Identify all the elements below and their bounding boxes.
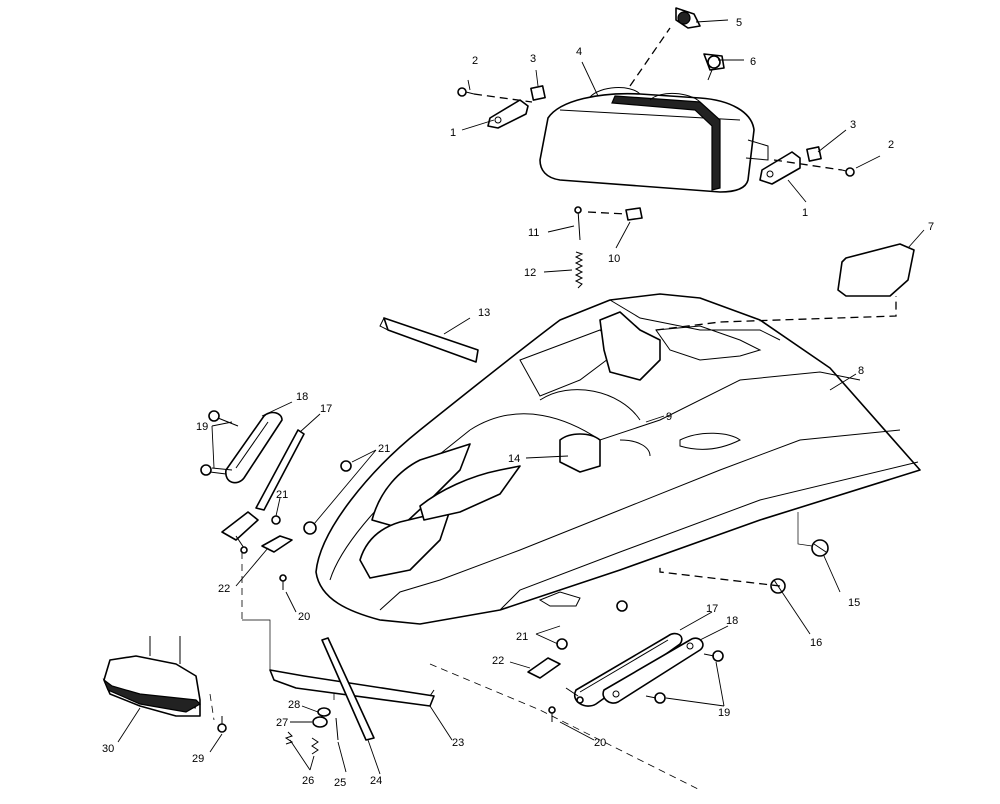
callout-11: 11	[528, 227, 539, 239]
callout-21-left-bottom: 21	[276, 489, 288, 501]
clip-10	[625, 207, 643, 221]
spring-12	[574, 251, 584, 289]
callout-21-right: 21	[516, 631, 528, 643]
callout-3-right: 3	[850, 119, 856, 131]
left-mount-brackets	[200, 410, 352, 590]
headlight-assembly	[539, 87, 769, 193]
bulb-6	[703, 53, 725, 81]
dashed-connectors	[209, 27, 897, 791]
ring-28	[317, 707, 331, 717]
callout-19-left: 19	[196, 421, 208, 433]
callout-3-left: 3	[530, 53, 536, 65]
callout-27: 27	[276, 717, 288, 729]
bulb-5	[675, 7, 701, 29]
callout-17-left: 17	[320, 403, 332, 415]
ring-27	[312, 716, 328, 728]
callout-29: 29	[192, 753, 204, 765]
cover-30	[102, 636, 201, 717]
hood-8	[315, 293, 921, 625]
right-mount-brackets	[527, 600, 724, 722]
callout-24: 24	[370, 775, 382, 787]
clip-15	[811, 539, 829, 557]
callout-17-right: 17	[706, 603, 718, 615]
leader-lines	[117, 19, 925, 775]
callout-18-right: 18	[726, 615, 738, 627]
nut-left-3	[530, 85, 546, 101]
callout-21-left-top: 21	[378, 443, 390, 455]
callout-20-left: 20	[298, 611, 310, 623]
callout-22-right: 22	[492, 655, 504, 667]
callout-5: 5	[736, 17, 742, 29]
callout-2-left: 2	[472, 55, 478, 67]
callout-6: 6	[750, 56, 756, 68]
callout-9: 9	[666, 411, 672, 423]
callout-16: 16	[810, 637, 822, 649]
callout-numbers: 5 2 3 4 6 1 3 2 1 11 10 12 7 13 8 9 14 1…	[102, 17, 934, 789]
screw-left-2	[457, 87, 475, 97]
cross-frame-23	[269, 637, 435, 741]
callout-28: 28	[288, 699, 300, 711]
callout-12: 12	[524, 267, 536, 279]
callout-1-left: 1	[450, 127, 456, 139]
callout-14: 14	[508, 453, 520, 465]
pin-25	[335, 717, 339, 741]
callout-10: 10	[608, 253, 620, 265]
callout-25: 25	[334, 777, 346, 789]
screw-29	[217, 716, 227, 733]
nut-right-3	[806, 146, 822, 162]
bracket-right-1	[759, 151, 801, 185]
callout-2-right: 2	[888, 139, 894, 151]
callout-30: 30	[102, 743, 114, 755]
callout-7: 7	[928, 221, 934, 233]
callout-13: 13	[478, 307, 490, 319]
callout-15: 15	[848, 597, 860, 609]
callout-1-right: 1	[802, 207, 808, 219]
callout-8: 8	[858, 365, 864, 377]
callout-22-left: 22	[218, 583, 230, 595]
callout-26: 26	[302, 775, 314, 787]
callout-18-left: 18	[296, 391, 308, 403]
screw-right-2	[841, 167, 855, 177]
callout-19-right: 19	[718, 707, 730, 719]
spring-26	[284, 731, 319, 755]
bolt-11	[574, 206, 582, 241]
panel-7	[837, 243, 915, 297]
bracket-left-1	[487, 99, 529, 129]
callout-23: 23	[452, 737, 464, 749]
callout-4: 4	[576, 46, 582, 58]
bar-13	[379, 317, 479, 363]
callout-20-right: 20	[594, 737, 606, 749]
